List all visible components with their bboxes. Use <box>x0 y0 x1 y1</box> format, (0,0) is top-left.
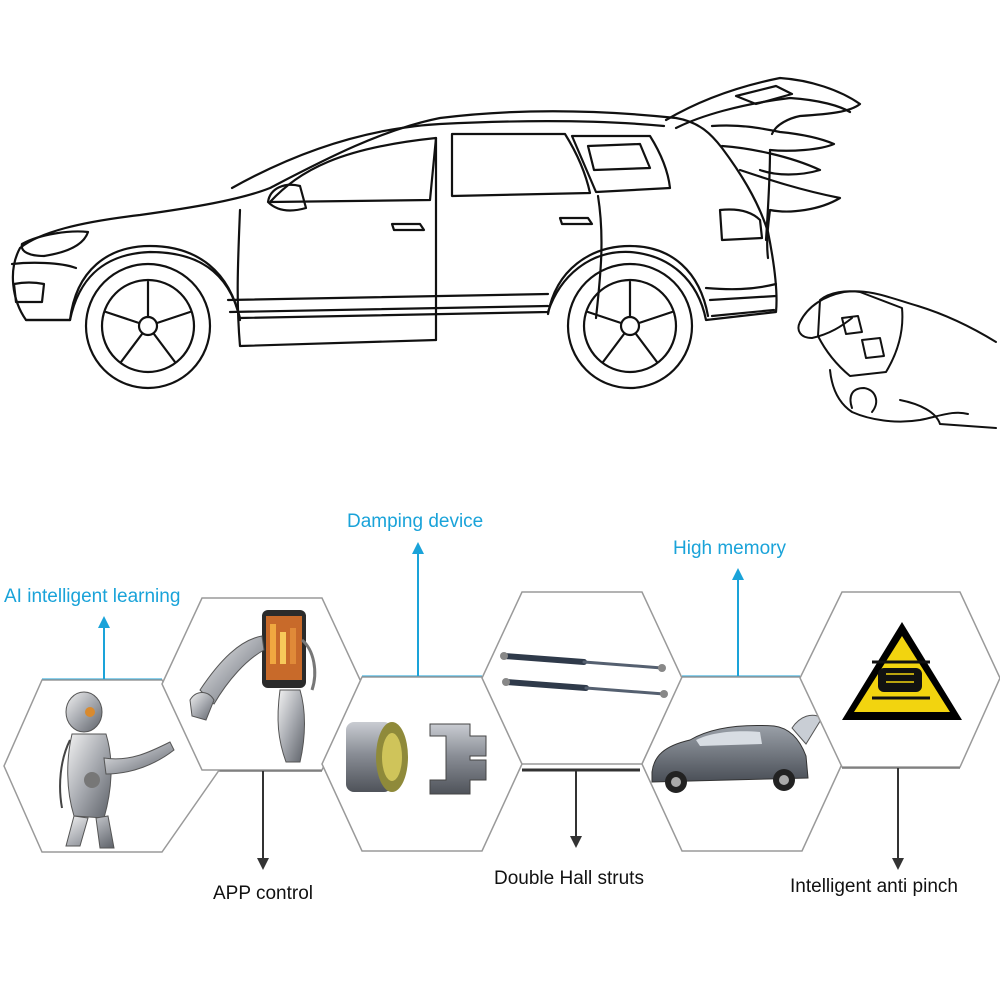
hex-ai-robot <box>3 679 223 853</box>
arrow-up-memory <box>732 568 744 676</box>
hex-struts <box>481 591 683 765</box>
arrow-down-hall <box>570 771 582 848</box>
arrow-up-ai <box>98 616 110 679</box>
gas-struts-image <box>500 652 668 698</box>
suv-line-drawing <box>10 76 862 390</box>
label-intelligent-anti-pinch: Intelligent anti pinch <box>790 876 958 897</box>
label-double-hall-struts: Double Hall struts <box>494 868 644 889</box>
robot-image <box>59 691 175 849</box>
label-ai-intelligent-learning: AI intelligent learning <box>4 586 181 607</box>
hex-memory <box>641 676 843 852</box>
arrow-down-app <box>257 771 269 870</box>
open-tailgate <box>664 76 862 260</box>
arrow-up-damping <box>412 542 424 676</box>
hex-anti-pinch <box>799 591 1000 768</box>
arrow-down-pinch <box>892 768 904 870</box>
robot-phone-image <box>189 610 317 763</box>
hex-damping <box>321 676 523 852</box>
label-damping-device: Damping device <box>347 511 484 532</box>
damping-coupling-image <box>346 722 487 795</box>
front-wheel <box>84 262 212 390</box>
car-key-fob-icon <box>797 290 997 429</box>
rear-wheel <box>566 262 694 390</box>
label-high-memory: High memory <box>673 538 786 559</box>
label-app-control: APP control <box>213 883 313 904</box>
suv-open-tailgate-image <box>651 714 823 793</box>
anti-pinch-warning-icon <box>842 622 962 720</box>
hex-app-control <box>161 597 363 771</box>
